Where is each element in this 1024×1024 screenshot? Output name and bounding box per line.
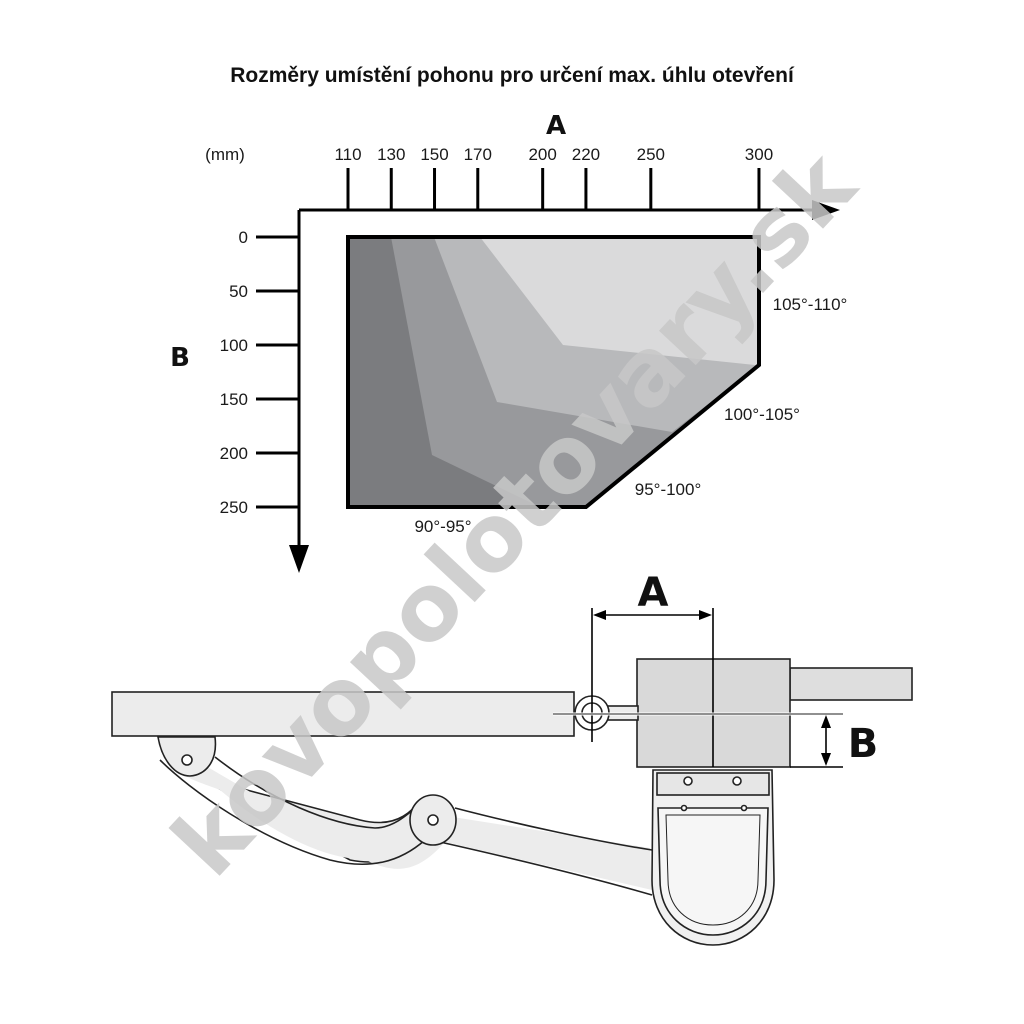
axis-b-tick-label: 200 bbox=[220, 444, 248, 463]
pivot-hole-2 bbox=[427, 814, 439, 826]
axis-a-tick-label: 110 bbox=[334, 145, 361, 164]
angle-zones bbox=[346, 235, 761, 509]
dimension-lines bbox=[553, 608, 843, 768]
screw-hole bbox=[740, 804, 748, 812]
arm-lower-edge bbox=[159, 759, 653, 896]
dimension-b-label: B bbox=[848, 721, 879, 767]
axis-a-tick-label: 250 bbox=[637, 145, 665, 164]
arm-upper-edge bbox=[214, 756, 653, 851]
axis-a bbox=[299, 168, 840, 220]
axis-a-tick-label: 200 bbox=[528, 145, 556, 164]
axis-b-tick-label: 50 bbox=[229, 282, 248, 301]
axis-b-tick-label: 150 bbox=[220, 390, 248, 409]
zone-105-110 bbox=[480, 237, 759, 365]
zone-label-105-110: 105°-110° bbox=[773, 295, 848, 314]
zone-label-95-100: 95°-100° bbox=[635, 480, 702, 499]
gate-leaf bbox=[111, 691, 575, 737]
motor-cover-inner bbox=[665, 814, 761, 926]
wall-post bbox=[789, 667, 913, 701]
axis-b-tick-label: 0 bbox=[239, 228, 248, 247]
axis-a-tick-label: 170 bbox=[464, 145, 492, 164]
screw-hole bbox=[680, 804, 688, 812]
screw-hole bbox=[732, 776, 742, 786]
zone-label-90-95: 90°-95° bbox=[414, 517, 471, 536]
screw-hole bbox=[683, 776, 693, 786]
pivot-hole-1 bbox=[181, 754, 193, 766]
diagram-title: Rozměry umístění pohonu pro určení max. … bbox=[230, 64, 795, 87]
axis-a-tick-label: 220 bbox=[572, 145, 600, 164]
unit-label: (mm) bbox=[205, 145, 245, 164]
motor-plate bbox=[656, 772, 770, 796]
axis-b-tick-label: 250 bbox=[220, 498, 248, 517]
zone-label-100-105: 100°-105° bbox=[724, 405, 800, 424]
axis-a-tick-label: 150 bbox=[420, 145, 448, 164]
zone-outline bbox=[346, 235, 761, 509]
axis-b-tick-label: 100 bbox=[220, 336, 248, 355]
axis-b bbox=[256, 210, 309, 573]
arm-main bbox=[158, 738, 652, 890]
motor-cover bbox=[657, 807, 769, 936]
axis-a-tick-label: 300 bbox=[745, 145, 773, 164]
dimension-a-label: A bbox=[638, 570, 669, 616]
axis-a-label: A bbox=[546, 111, 566, 141]
axis-a-tick-label: 130 bbox=[377, 145, 405, 164]
gate-drawing bbox=[111, 658, 913, 946]
axis-b-label: B bbox=[170, 343, 190, 373]
